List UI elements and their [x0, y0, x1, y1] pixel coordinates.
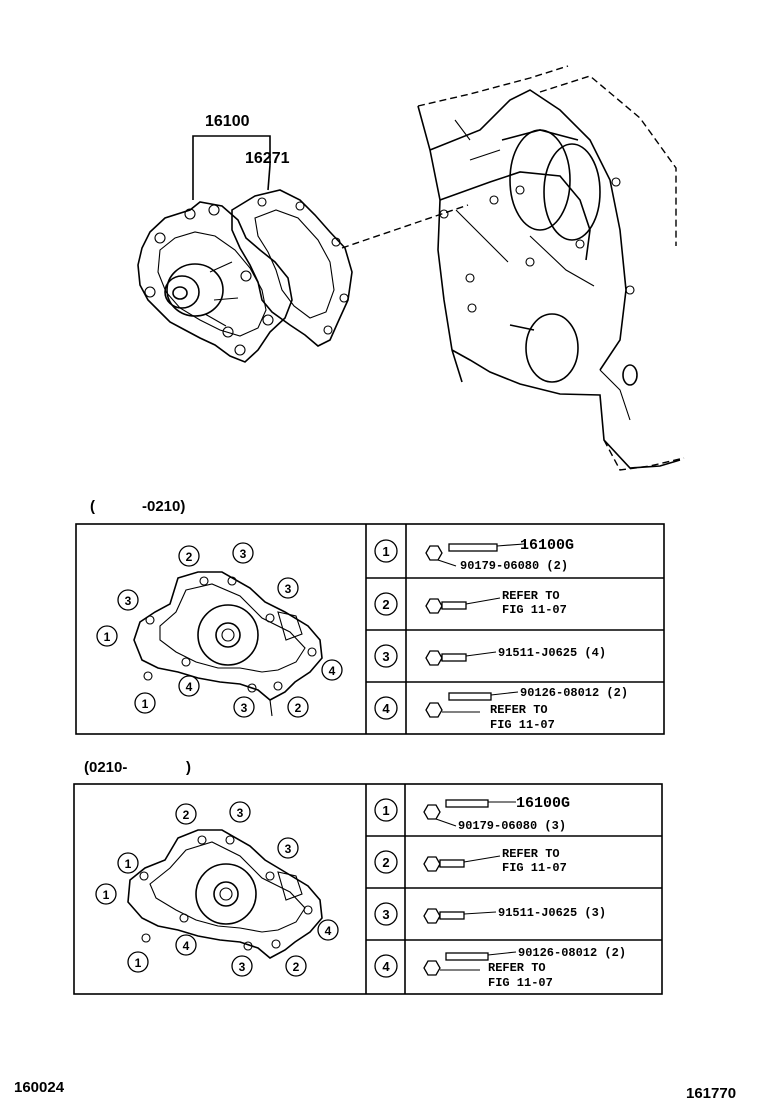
part-16271-label: 16271: [245, 150, 290, 167]
stud-shaft: [448, 543, 498, 552]
callout: 2: [186, 550, 193, 564]
bolt-shaft: [439, 859, 465, 868]
reference: FIG 11-07: [490, 718, 555, 732]
part-number: 16100G: [516, 795, 570, 812]
row-number: 3: [382, 907, 389, 922]
section2-row-1: 1 16100G 90179-06080 (3): [374, 795, 570, 833]
callout: 2: [295, 701, 302, 715]
callout: 4: [325, 924, 332, 938]
section1-row-1: 1 16100G 90179-06080 (2): [374, 537, 574, 573]
reference: REFER TO: [488, 961, 546, 975]
part-number: 90179-06080 (2): [460, 559, 568, 573]
callout: 1: [103, 888, 110, 902]
footer-right-code: 161770: [686, 1085, 736, 1102]
part-number: 90126-08012 (2): [520, 686, 628, 700]
reference: REFER TO: [490, 703, 548, 717]
section2-row-4: 4 90126-08012 (2) REFER TO FIG 11-07: [374, 946, 626, 990]
callout: 3: [239, 960, 246, 974]
callout: 3: [237, 806, 244, 820]
part-16100-label: 16100: [205, 113, 250, 130]
bolt-shaft: [439, 911, 465, 920]
stud-icon: [425, 545, 443, 561]
section2-pump-outline: [127, 829, 323, 959]
row-number: 1: [382, 544, 389, 559]
stud-icon: [423, 804, 441, 820]
callout: 3: [241, 701, 248, 715]
callout: 1: [135, 956, 142, 970]
stud-shaft: [448, 692, 492, 701]
alignment-dash-line: [341, 204, 469, 249]
row-number: 2: [382, 855, 389, 870]
section1-header-open: (: [90, 498, 95, 515]
callout: 3: [285, 842, 292, 856]
callout: 4: [329, 664, 336, 678]
section2-row-2: 2 REFER TO FIG 11-07: [374, 847, 567, 875]
section1-callouts: 2 3 3 3 1 4 1 3 2 4: [96, 542, 343, 718]
callout: 2: [183, 808, 190, 822]
part-number: 91511-J0625 (3): [498, 906, 606, 920]
row-number: 1: [382, 803, 389, 818]
section2-callouts: 2 3 1 3 1 4 1 4 3 2: [95, 801, 339, 977]
row-number: 3: [382, 649, 389, 664]
stud-shaft: [445, 799, 489, 808]
footer-left-code: 160024: [14, 1079, 65, 1096]
reference: REFER TO: [502, 847, 560, 861]
section1-header-range: -0210): [142, 498, 185, 515]
callout: 1: [142, 697, 149, 711]
reference: FIG 11-07: [488, 976, 553, 990]
callout: 4: [183, 939, 190, 953]
reference: FIG 11-07: [502, 861, 567, 875]
callout: 4: [186, 680, 193, 694]
part-number: 90179-06080 (3): [458, 819, 566, 833]
callout: 3: [285, 582, 292, 596]
section2-header-close: ): [186, 759, 191, 776]
section1-row-2: 2 REFER TO FIG 11-07: [374, 589, 567, 617]
bolt-shaft: [441, 653, 467, 662]
section1-table: [75, 523, 665, 735]
callout: 2: [293, 960, 300, 974]
bolt-shaft: [441, 601, 467, 610]
section2-table: [73, 783, 663, 995]
callout: 3: [125, 594, 132, 608]
row-number: 2: [382, 597, 389, 612]
reference: FIG 11-07: [502, 603, 567, 617]
section1-pump-outline: [133, 571, 323, 717]
row-number: 4: [382, 959, 390, 974]
section1-row-3: 3 91511-J0625 (4): [374, 644, 606, 668]
row-number: 4: [382, 701, 390, 716]
part-number: 90126-08012 (2): [518, 946, 626, 960]
bolt-icon: [423, 908, 441, 924]
callout: 1: [125, 857, 132, 871]
part-number: 16100G: [520, 537, 574, 554]
section2-row-3: 3 91511-J0625 (3): [374, 902, 606, 926]
bolt-icon: [425, 598, 443, 614]
bolt-icon: [423, 856, 441, 872]
section1-row-4: 4 90126-08012 (2) REFER TO FIG 11-07: [374, 686, 628, 732]
callout: 1: [104, 630, 111, 644]
stud-icon: [423, 960, 441, 976]
reference: REFER TO: [502, 589, 560, 603]
stud-shaft: [445, 952, 489, 961]
engine-block-illustration: [417, 65, 685, 471]
stud-icon: [425, 702, 443, 718]
section2-header-range: (0210-: [84, 759, 127, 776]
bolt-icon: [425, 650, 443, 666]
callout: 3: [240, 547, 247, 561]
part-number: 91511-J0625 (4): [498, 646, 606, 660]
water-pump-assembly-illustration: [137, 135, 353, 363]
